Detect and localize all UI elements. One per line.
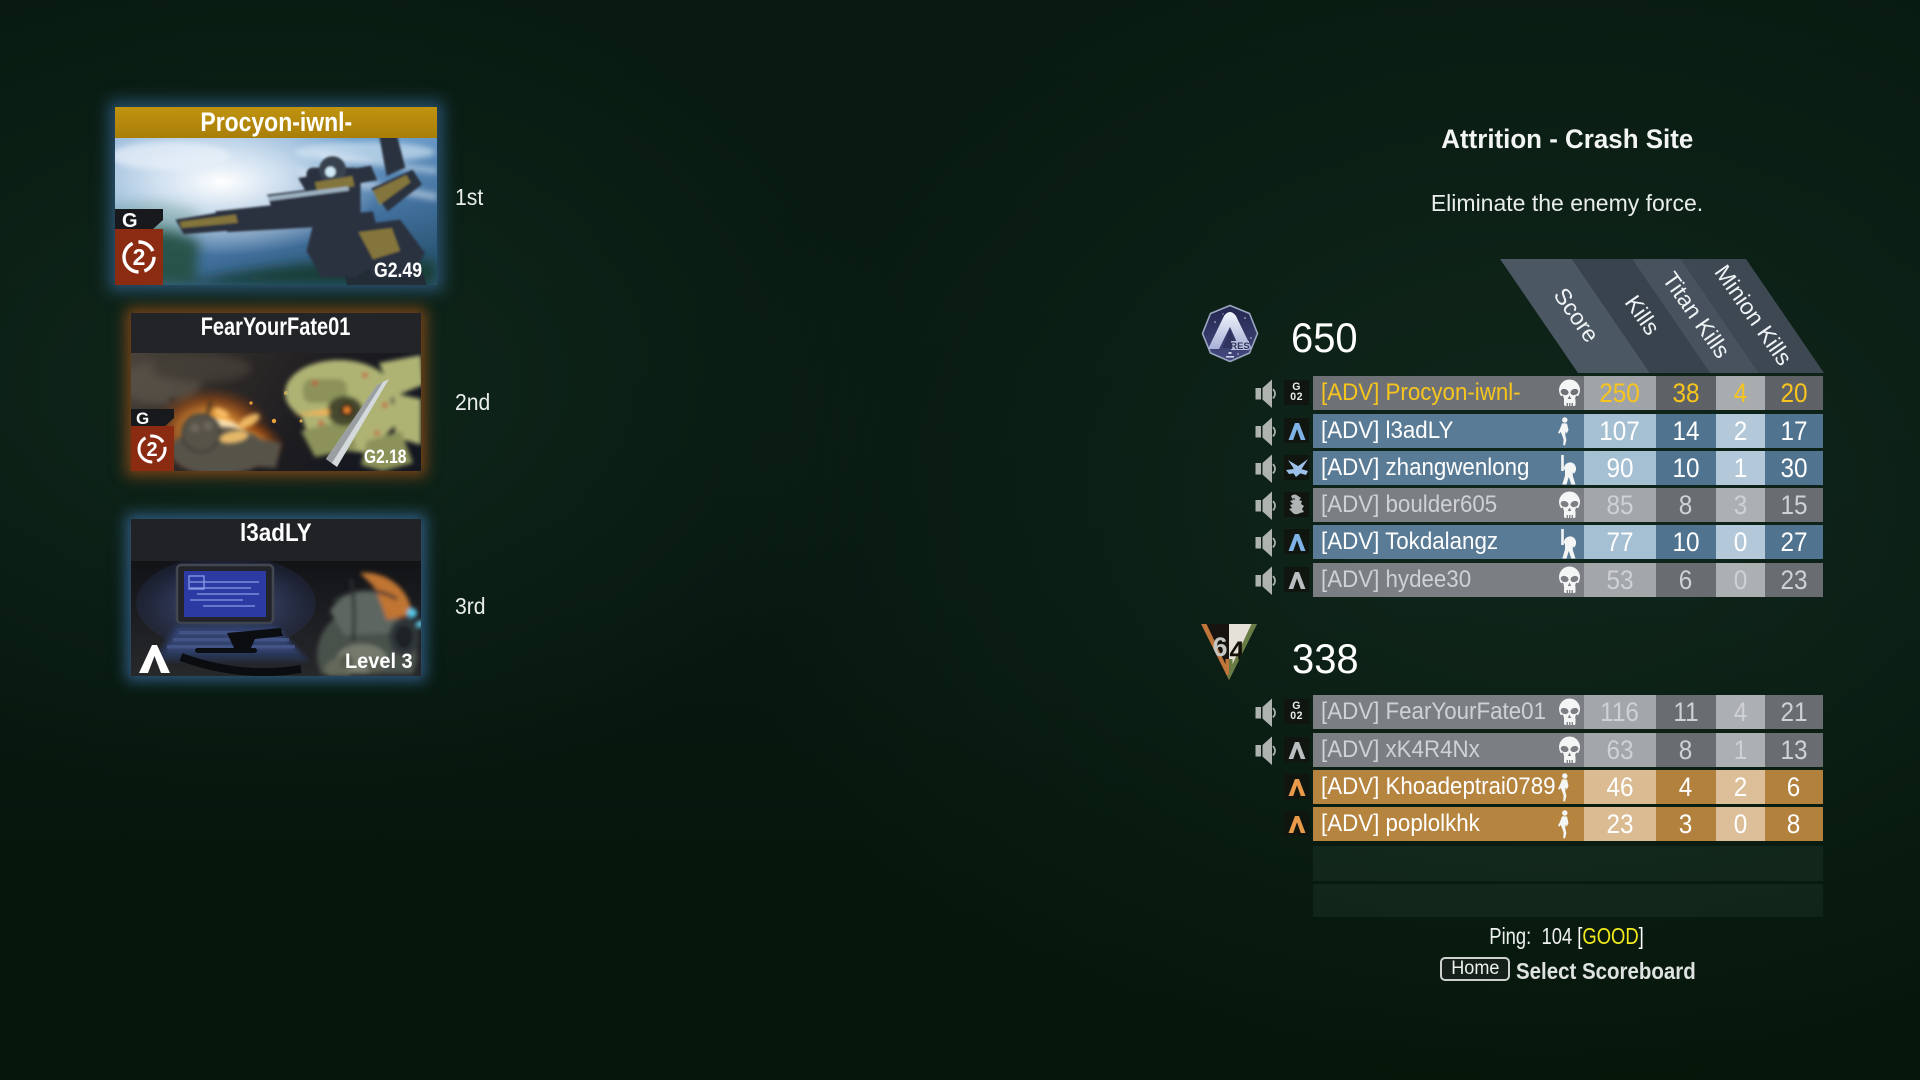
svg-text:2: 2 bbox=[133, 244, 146, 270]
svg-text:G: G bbox=[136, 409, 149, 428]
svg-text:RES: RES bbox=[1230, 341, 1250, 352]
svg-text:2: 2 bbox=[146, 439, 157, 461]
svg-text:6: 6 bbox=[1212, 632, 1227, 662]
svg-text:G: G bbox=[122, 210, 138, 232]
